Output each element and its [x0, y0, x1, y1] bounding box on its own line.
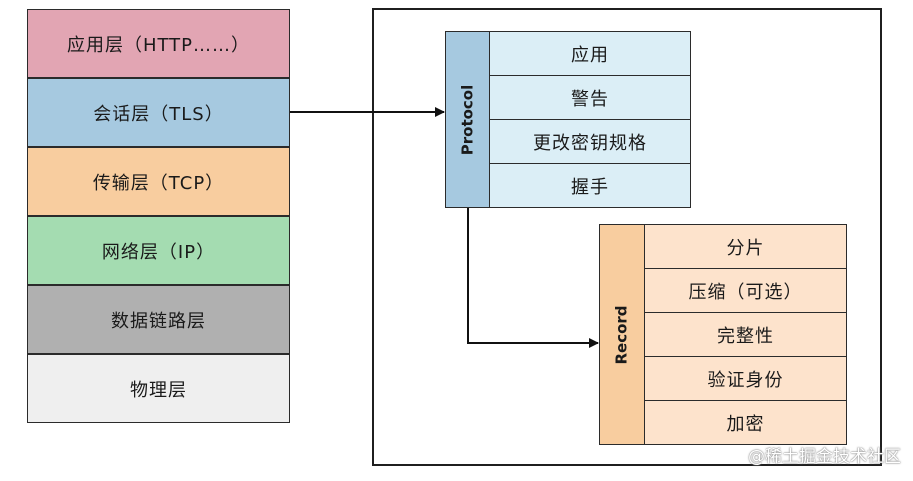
record-item-label: 验证身份 [707, 369, 784, 391]
record-item: 压缩（可选） [644, 268, 847, 313]
record-tab: Record [599, 224, 645, 445]
layer-transport: 传输层（TCP） [27, 147, 290, 216]
protocol-title: Protocol [458, 84, 477, 155]
protocol-item-label: 应用 [571, 44, 609, 66]
protocol-item-label: 警告 [571, 88, 609, 110]
layer-label: 物理层 [130, 379, 187, 401]
layer-label: 会话层（TLS） [93, 103, 224, 125]
layer-label: 传输层（TCP） [92, 172, 225, 194]
protocol-item: 警告 [489, 75, 691, 120]
layer-network: 网络层（IP） [27, 216, 290, 285]
protocol-tab: Protocol [445, 31, 490, 208]
protocol-item-label: 握手 [571, 176, 609, 198]
layer-label: 网络层（IP） [101, 241, 216, 263]
record-item: 验证身份 [644, 356, 847, 401]
layer-application: 应用层（HTTP……） [27, 9, 290, 78]
record-item-label: 压缩（可选） [688, 281, 803, 303]
record-item: 完整性 [644, 312, 847, 357]
record-item-label: 加密 [726, 413, 765, 435]
protocol-item-label: 更改密钥规格 [533, 132, 647, 154]
protocol-item: 握手 [489, 163, 691, 208]
layer-session: 会话层（TLS） [27, 78, 290, 147]
record-item: 加密 [644, 400, 847, 445]
record-title: Record [613, 304, 631, 365]
record-item-label: 分片 [726, 237, 765, 259]
layer-datalink: 数据链路层 [27, 285, 290, 354]
layer-physical: 物理层 [27, 354, 290, 423]
protocol-item: 应用 [489, 31, 691, 76]
watermark: @稀土掘金技术社区 [748, 447, 901, 467]
record-item: 分片 [644, 224, 847, 269]
layer-label: 应用层（HTTP……） [66, 34, 251, 56]
layer-label: 数据链路层 [111, 310, 206, 332]
record-item-label: 完整性 [717, 325, 774, 347]
protocol-item: 更改密钥规格 [489, 119, 691, 164]
